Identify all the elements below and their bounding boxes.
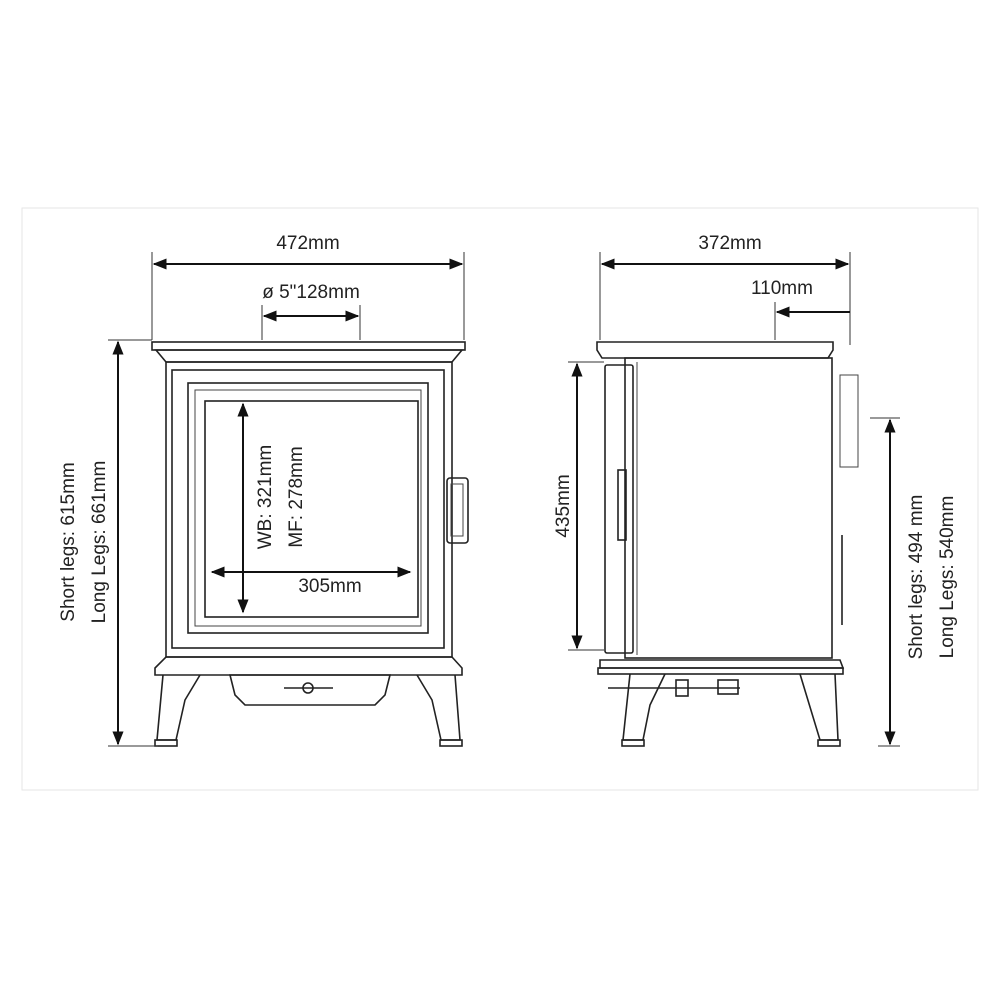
- side-dimensions: 372mm 110mm 435mm Short legs: 494 mm Lon…: [553, 233, 958, 747]
- flue-offset-label: 110mm: [751, 278, 813, 299]
- overall-depth-label: 372mm: [698, 233, 761, 254]
- door-latch: [617, 469, 627, 541]
- height-short-legs-label: Short legs: 615mm: [58, 462, 79, 621]
- rear-flue-outlet: [839, 374, 859, 468]
- ash-pan: [228, 674, 392, 706]
- front-view-stove: [151, 341, 469, 747]
- diagram-frame: [21, 207, 979, 791]
- flue-height-short-legs-label: Short legs: 494 mm: [906, 495, 927, 660]
- window-mf-label: MF: 278mm: [286, 446, 307, 547]
- body-height-label: 435mm: [553, 474, 574, 537]
- window-width-label: 305mm: [298, 576, 361, 597]
- flue-diameter-label: ø 5"128mm: [262, 282, 360, 303]
- side-view-stove: [596, 341, 859, 747]
- height-long-legs-label: Long Legs: 661mm: [89, 461, 110, 624]
- door-handle: [446, 477, 469, 544]
- side-door: [604, 364, 634, 654]
- flue-height-long-legs-label: Long Legs: 540mm: [937, 496, 958, 659]
- overall-width-label: 472mm: [276, 233, 339, 254]
- front-dimensions: 472mm ø 5"128mm Short legs: 615mm Long L…: [58, 233, 465, 747]
- window-wb-label: WB: 321mm: [255, 445, 276, 550]
